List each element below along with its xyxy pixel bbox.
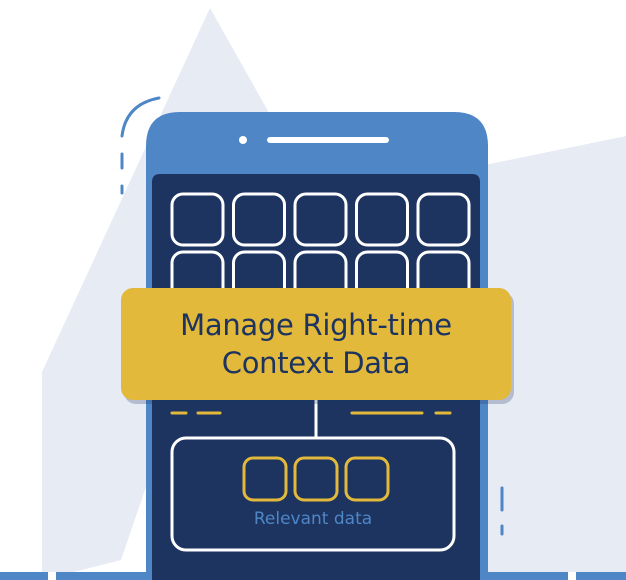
banner [121, 288, 511, 400]
ground-strip-gap-left [48, 572, 56, 580]
relevant-data-label: Relevant data [253, 509, 373, 529]
relevant-data-box [170, 436, 456, 552]
banner-title: Manage Right-time Context Data [121, 288, 511, 400]
banner-title-line-2: Context Data [221, 346, 411, 380]
phone-camera [239, 136, 247, 144]
app-icon-tile [170, 192, 225, 247]
relevant-data-item [242, 456, 288, 502]
relevant-data-items [242, 456, 390, 502]
app-icon-tile [232, 192, 286, 247]
ground-strip-gap-right [568, 572, 576, 580]
relevant-data-item [344, 456, 390, 502]
app-icon-tile [355, 192, 409, 247]
banner-title-line-1: Manage Right-time [180, 308, 452, 342]
relevant-data-item [293, 456, 339, 502]
app-icon-tile [416, 192, 471, 247]
app-icon-tile [293, 192, 348, 247]
decorative-arc [120, 96, 161, 138]
